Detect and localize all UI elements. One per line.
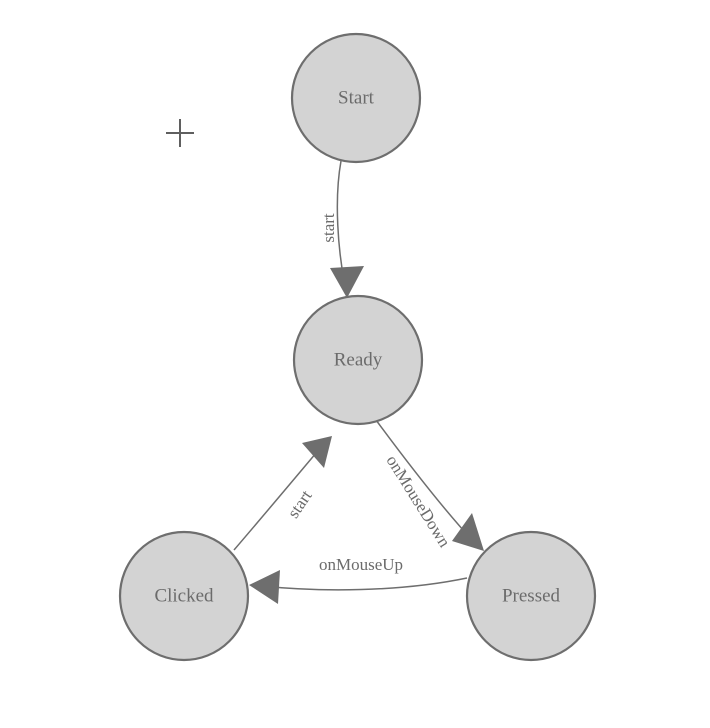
edge-label-clicked-ready: start: [284, 486, 316, 521]
edge-ready-pressed[interactable]: [375, 419, 484, 551]
edge-start-ready[interactable]: [330, 160, 364, 298]
node-pressed[interactable]: Pressed: [465, 530, 597, 662]
edge-label-pressed-clicked: onMouseUp: [319, 555, 403, 574]
edge-label-start-ready: start: [319, 213, 338, 243]
edge-pressed-clicked[interactable]: [249, 570, 468, 604]
node-clicked[interactable]: Clicked: [118, 530, 250, 662]
arrowhead-pressed-clicked: [249, 570, 280, 604]
edge-path-pressed-clicked: [261, 577, 468, 591]
arrowhead-start-ready: [330, 266, 364, 298]
node-pressed-label: Pressed: [502, 585, 561, 606]
node-clicked-circle: [118, 530, 250, 662]
arrowhead-clicked-ready: [302, 436, 332, 468]
edge-clicked-ready[interactable]: [233, 436, 332, 551]
edge-label-ready-pressed: onMouseDown: [383, 452, 455, 551]
node-start-label: Start: [338, 87, 375, 108]
node-start[interactable]: Start: [290, 32, 422, 164]
node-pressed-circle: [465, 530, 597, 662]
node-ready-label: Ready: [334, 349, 383, 370]
node-start-circle: [290, 32, 422, 164]
node-clicked-label: Clicked: [154, 585, 214, 606]
arrowhead-ready-pressed: [452, 513, 484, 551]
node-ready[interactable]: Ready: [292, 294, 424, 426]
cursor-crosshair-icon: [166, 119, 194, 147]
node-ready-circle: [292, 294, 424, 426]
